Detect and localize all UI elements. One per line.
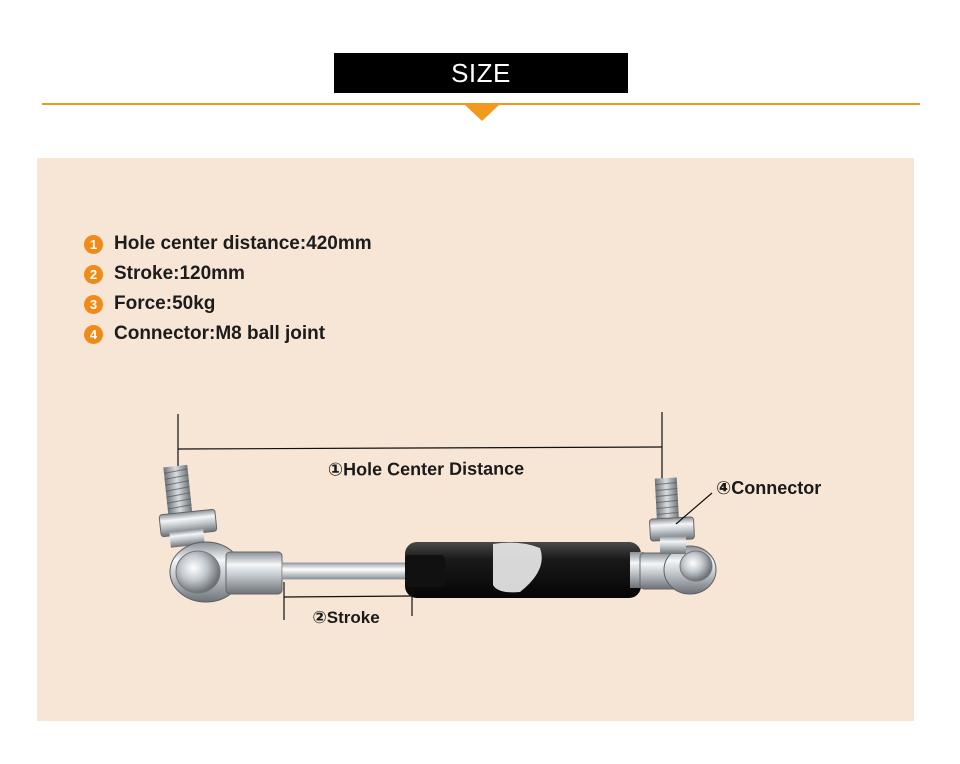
stroke-dimension: ②Stroke xyxy=(283,582,413,627)
stroke-label: ②Stroke xyxy=(312,608,379,627)
spec-item-force: 3 Force:50kg xyxy=(84,289,372,319)
right-stud xyxy=(649,477,695,554)
spec-text: Force:50kg xyxy=(114,293,216,314)
left-ball-joint xyxy=(169,541,283,603)
number-badge-icon: 1 xyxy=(84,234,103,254)
right-ball-joint xyxy=(639,545,717,595)
header-arrow-icon xyxy=(464,104,500,121)
spec-text: Stroke:120mm xyxy=(114,263,245,284)
section-title-text: SIZE xyxy=(451,57,511,88)
spec-list: 1 Hole center distance:420mm 2 Stroke:12… xyxy=(84,229,372,349)
connector-label: ④Connector xyxy=(716,478,821,498)
piston-rod xyxy=(281,562,417,580)
spec-item-hole-distance: 1 Hole center distance:420mm xyxy=(84,229,372,259)
spec-panel xyxy=(37,158,914,721)
cylinder-body xyxy=(405,542,644,598)
left-stud xyxy=(158,464,218,548)
spec-text: Connector:M8 ball joint xyxy=(114,323,326,344)
section-title: SIZE xyxy=(334,53,628,93)
spec-text: Hole center distance:420mm xyxy=(114,233,372,254)
number-badge-icon: 3 xyxy=(84,294,103,314)
number-badge-icon: 4 xyxy=(84,324,103,344)
connector-callout: ④Connector xyxy=(675,478,821,525)
spec-item-stroke: 2 Stroke:120mm xyxy=(84,259,372,289)
hole-distance-label: ①Hole Center Distance xyxy=(328,458,524,479)
number-badge-icon: 2 xyxy=(84,264,103,284)
hole-distance-dimension: ①Hole Center Distance xyxy=(177,412,663,487)
spec-item-connector: 4 Connector:M8 ball joint xyxy=(84,319,372,349)
